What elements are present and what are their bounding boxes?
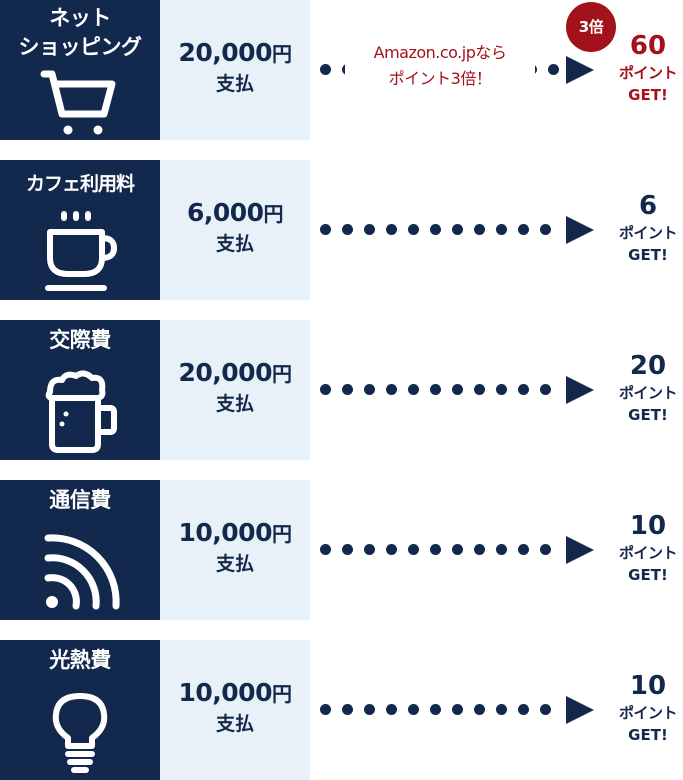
payment-label: 支払	[215, 73, 254, 95]
points-value: 6	[638, 191, 658, 221]
arrow-right-icon	[566, 376, 594, 404]
points-value: 20	[629, 351, 667, 381]
points-value: 10	[629, 511, 667, 541]
points-value: 60	[629, 31, 667, 61]
category-tile: 通信費	[0, 480, 160, 620]
arrow-right-icon	[566, 696, 594, 724]
points-row-utilities: 光熱費 10,000円 支払 10 ポイント GET!	[0, 640, 683, 780]
light-bulb-icon	[38, 690, 122, 776]
points-get: GET!	[628, 86, 668, 104]
payment-cell: 20,000円 支払	[160, 0, 310, 140]
payment-amount: 6,000円	[186, 198, 284, 227]
wifi-signal-icon	[38, 530, 122, 616]
category-tile: 光熱費	[0, 640, 160, 780]
points-get: GET!	[628, 566, 668, 584]
dotted-connector	[320, 704, 560, 716]
category-tile: カフェ利用料	[0, 160, 160, 300]
payment-label: 支払	[215, 233, 254, 255]
dotted-connector	[320, 384, 560, 396]
points-earned: 10 ポイント GET!	[600, 510, 683, 586]
points-row-entertainment: 交際費 20,000円 支払 20 ポイント GET!	[0, 320, 683, 460]
arrow-right-icon	[566, 56, 594, 84]
points-get: GET!	[628, 406, 668, 424]
points-get: GET!	[628, 726, 668, 744]
payment-amount: 10,000円	[178, 518, 292, 547]
category-label: 通信費	[49, 488, 111, 512]
payment-label: 支払	[215, 713, 254, 735]
points-earned: 10 ポイント GET!	[600, 670, 683, 746]
amazon-promo-text: Amazon.co.jpなら ポイント3倍！	[345, 40, 535, 92]
category-tile: ネット ショッピング	[0, 0, 160, 140]
category-tile: 交際費	[0, 320, 160, 460]
points-earned: 60 ポイント GET!	[600, 30, 683, 106]
payment-cell: 20,000円 支払	[160, 320, 310, 460]
points-row-telecom: 通信費 10,000円 支払 10 ポイント GET!	[0, 480, 683, 620]
coffee-cup-icon	[38, 210, 122, 296]
beer-mug-icon	[38, 370, 122, 456]
points-unit: ポイント	[618, 384, 678, 402]
category-label: 光熱費	[49, 648, 111, 672]
payment-cell: 6,000円 支払	[160, 160, 310, 300]
points-row-cafe: カフェ利用料 6,000円 支払 6 ポイント GET!	[0, 160, 683, 300]
payment-label: 支払	[215, 553, 254, 575]
points-unit: ポイント	[618, 704, 678, 722]
arrow-right-icon	[566, 216, 594, 244]
shopping-cart-icon	[38, 62, 122, 148]
points-earned: 20 ポイント GET!	[600, 350, 683, 426]
points-unit: ポイント	[618, 544, 678, 562]
arrow-right-icon	[566, 536, 594, 564]
category-label: 交際費	[49, 328, 111, 352]
points-value: 10	[629, 671, 667, 701]
points-unit: ポイント	[618, 64, 678, 82]
payment-amount: 10,000円	[178, 678, 292, 707]
category-label: カフェ利用料	[25, 173, 135, 195]
payment-cell: 10,000円 支払	[160, 480, 310, 620]
payment-label: 支払	[215, 393, 254, 415]
points-row-shopping: ネット ショッピング 20,000円 支払 Amazon.co.jpなら ポイン…	[0, 0, 683, 140]
payment-amount: 20,000円	[178, 358, 292, 387]
points-get: GET!	[628, 246, 668, 264]
triple-points-badge: 3倍	[566, 2, 616, 52]
payment-cell: 10,000円 支払	[160, 640, 310, 780]
category-label: ネット ショッピング	[18, 6, 143, 59]
dotted-connector	[320, 544, 560, 556]
points-earned: 6 ポイント GET!	[600, 190, 683, 266]
payment-amount: 20,000円	[178, 38, 292, 67]
points-unit: ポイント	[618, 224, 678, 242]
dotted-connector	[320, 224, 560, 236]
